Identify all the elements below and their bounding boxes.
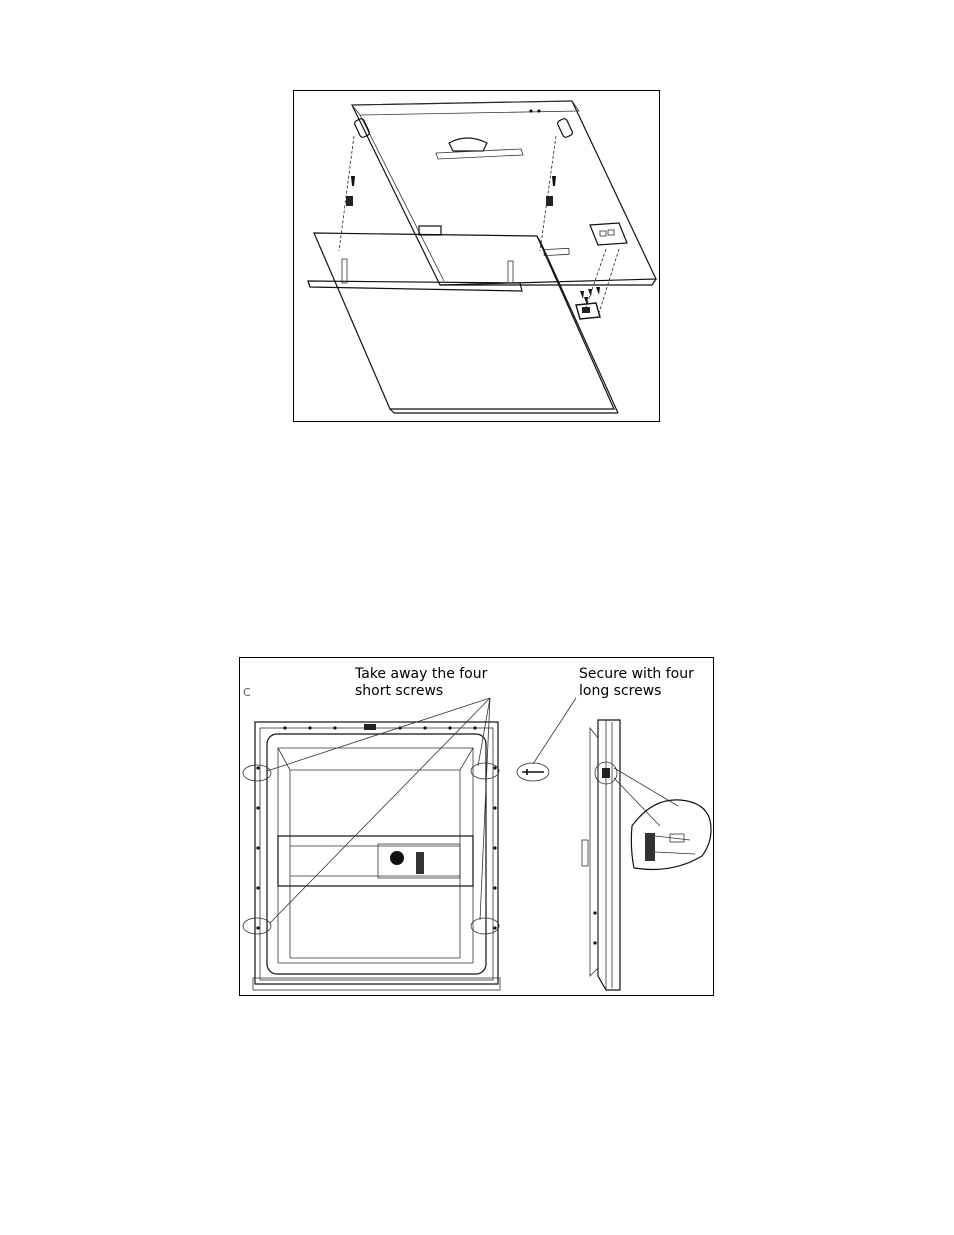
inner-door-liner	[266, 733, 487, 975]
callout-remove-short-screws: Take away the four short screws	[355, 666, 488, 699]
callout-leader-lines	[266, 697, 491, 924]
short-screw-marker-bottom-left	[242, 917, 272, 935]
appliance-door-panel	[351, 100, 657, 286]
callout-secure-long-screws: Secure with four long screws	[579, 666, 694, 699]
door-outer-frame	[254, 721, 499, 985]
decorative-front-panel	[313, 232, 615, 410]
door-inner-drawing	[242, 697, 712, 991]
door-screw-callout-diagram: Take away the four short screws Secure w…	[239, 657, 714, 996]
front-handle-bar	[307, 280, 523, 292]
left-bracket	[354, 118, 370, 138]
long-screw-marker	[516, 762, 550, 782]
door-handle-slot	[448, 137, 488, 152]
screw-icon	[546, 176, 556, 206]
screw-set-icon	[575, 287, 601, 320]
mounting-plate	[589, 222, 628, 246]
short-screw-marker-top-right	[470, 762, 500, 780]
short-screw-marker-top-left	[242, 764, 272, 782]
corner-mark: C	[243, 686, 251, 699]
dispenser-knob-icon	[390, 851, 404, 865]
detergent-panel	[277, 835, 474, 887]
right-bracket	[557, 118, 573, 138]
center-clip	[418, 225, 442, 236]
detergent-dispenser	[377, 843, 461, 879]
exploded-view-drawing	[307, 100, 657, 414]
side-screw-marker	[594, 761, 618, 785]
door-panel-exploded-diagram	[293, 90, 660, 422]
door-side-profile	[581, 719, 621, 991]
detail-zoom-bubble	[630, 799, 712, 871]
short-screw-marker-bottom-right	[470, 917, 500, 935]
screw-icon	[346, 176, 355, 206]
